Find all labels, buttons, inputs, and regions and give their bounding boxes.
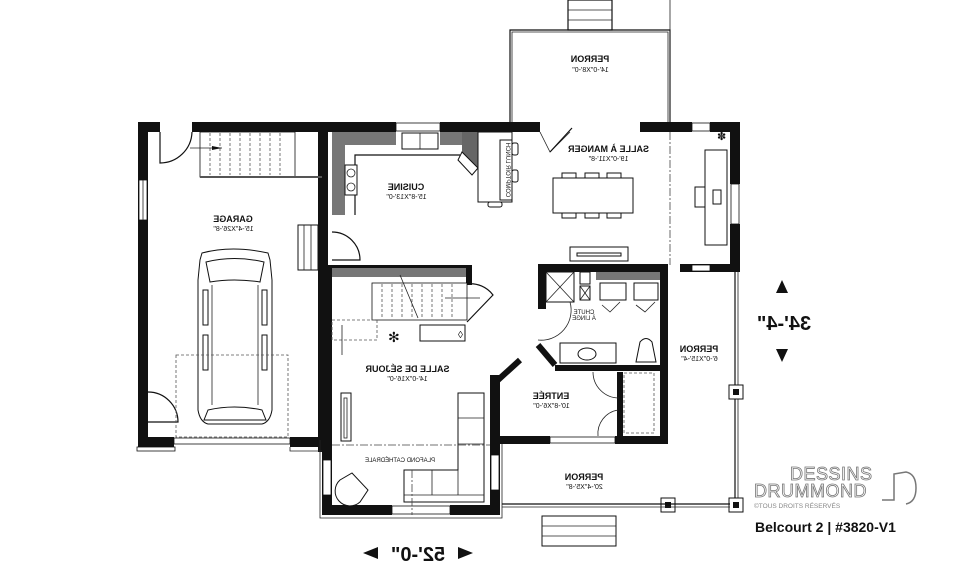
brand-line-2: DRUMMOND [754, 481, 867, 502]
room-dims-perron-rear: 14'-0"X8'-0" [572, 67, 609, 74]
overall-depth: 34'-4" [757, 313, 811, 335]
room-label-salle-a-manger: SALLE À MANGER [568, 144, 650, 154]
room-label-garage: GARAGE [213, 214, 253, 224]
living-room: ✻ ◊ PLAFOND CATHÉDRALE SALLE DE SÉJOUR 1… [331, 274, 494, 515]
plant-icon: ✽ [717, 131, 726, 143]
overall-width: 52'-0" [391, 544, 445, 566]
room-dims-cuisine: 15'-8"X13'-0" [386, 194, 427, 201]
brand-logo: DESSINS DRUMMOND ©TOUS DROITS RÉSERVÉS [752, 462, 922, 542]
room-label-cuisine: CUISINE [388, 182, 425, 192]
lunch-counter-label: COMPTOIR LUNCH [504, 143, 510, 198]
arrow-right-icon [458, 547, 473, 559]
room-dims-perron-side: 6'-0"X15'-4" [681, 356, 718, 363]
room-label-entree: ENTRÉE [533, 391, 570, 401]
overall-dimensions: 52'-0" 34'-4" [363, 280, 811, 566]
laundry-chute-label-2: À LINGE [572, 315, 596, 322]
arrow-down-icon [776, 349, 788, 362]
house-walls [319, 122, 740, 519]
copyright-text: ©TOUS DROITS RÉSERVÉS [754, 503, 841, 510]
arrow-left-icon [363, 547, 378, 559]
garage: GARAGE 15'-4"X26'-8" [136, 122, 328, 452]
room-label-salle-de-sejour: SALLE DE SÉJOUR [365, 364, 450, 374]
room-dims-garage: 15'-4"X26'-8" [213, 226, 254, 233]
dining-room: ✽ SALLE À MANGER 19'-0"X11'-8" [539, 0, 728, 265]
room-dims-salle-de-sejour: 14'-0"X16'-0" [387, 376, 428, 383]
room-label-perron-side: PERRON [680, 344, 719, 354]
arrow-up-icon [776, 280, 788, 293]
cathedral-ceiling-note: PLAFOND CATHÉDRALE [365, 457, 435, 464]
room-label-perron-front: PERRON [565, 472, 604, 482]
plant-icon: ✻ [388, 329, 400, 345]
kitchen: COMPTOIR LUNCH CUISINE 15'-8"X13'-0" [331, 131, 519, 261]
rear-perron: PERRON 14'-0"X8'-0" [509, 0, 671, 125]
room-label-perron-rear: PERRON [571, 54, 610, 64]
car-icon [197, 248, 273, 425]
plan-title: Belcourt 2 | #3820-V1 [755, 519, 896, 535]
porches: PERRON 6'-0"X15'-4" PERRON 20'-4"X5'-8" [502, 272, 744, 547]
room-dims-salle-a-manger: 19'-0"X11'-8" [588, 156, 628, 163]
lamp-icon: ◊ [458, 330, 463, 341]
room-dims-entree: 10'-8"X6'-0" [533, 403, 570, 410]
brand-line-1: DESSINS [790, 464, 873, 485]
room-dims-perron-front: 20'-4"X5'-8" [566, 484, 603, 491]
entry-bath: CHUTE À LINGE ENTRÉE 10'-8"X6'-0" [533, 271, 660, 437]
laundry-chute-label: CHUTE [574, 310, 595, 316]
drummond-logo-icon [882, 471, 917, 505]
